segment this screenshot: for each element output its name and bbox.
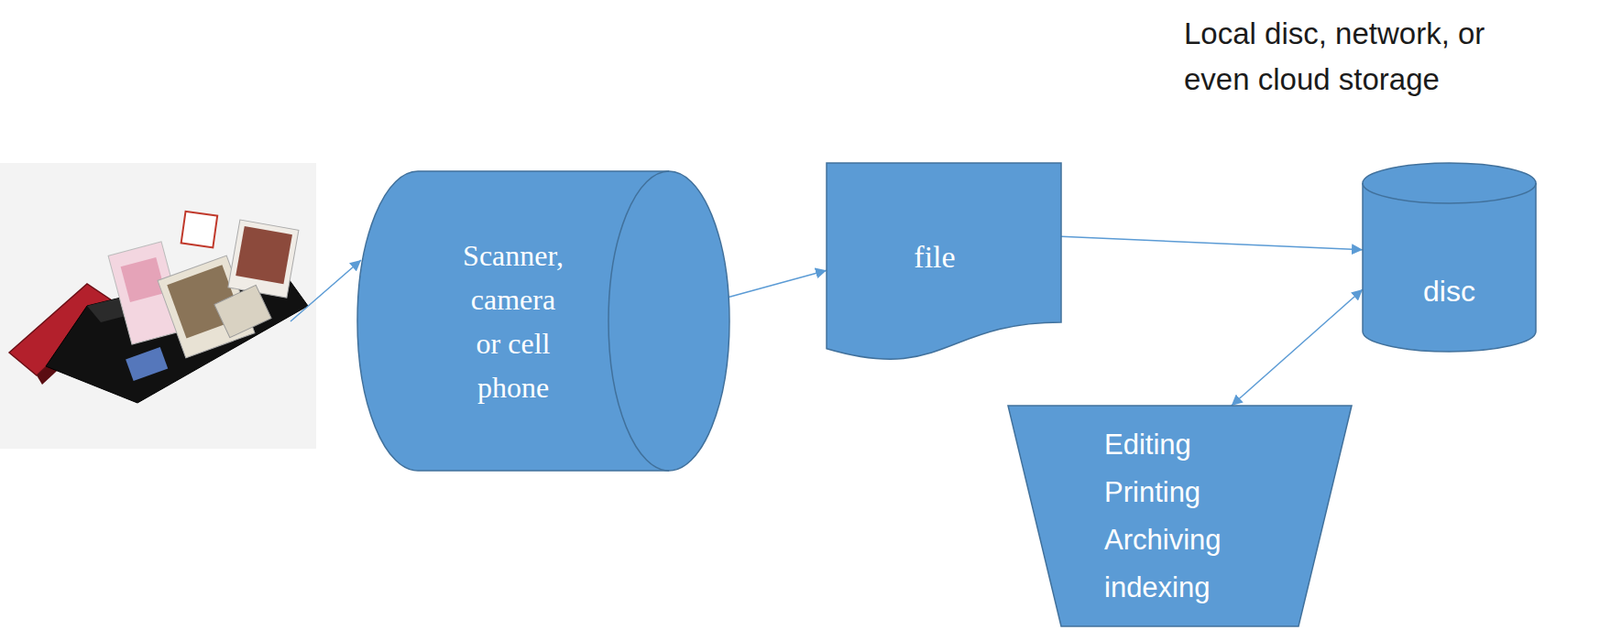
- shape-body: [1362, 163, 1536, 352]
- shape-rim: [608, 171, 669, 472]
- node-text: Editing Printing Archiving indexing: [1104, 421, 1242, 613]
- shape-body: [826, 163, 1062, 360]
- photo-background: [0, 163, 317, 450]
- photo-print-image: [235, 226, 293, 285]
- file-document: file: [826, 163, 1062, 362]
- shape-body: [357, 171, 730, 472]
- node-text: Scanner, camera or cell phone: [459, 233, 568, 410]
- flow-arrow: [729, 270, 827, 297]
- node-outline: [1362, 163, 1536, 352]
- node-text: file: [913, 239, 955, 277]
- task-trapezoid: Editing Printing Archiving indexing: [1008, 405, 1352, 627]
- photo-card: [181, 211, 219, 249]
- node-text: disc: [1423, 273, 1476, 309]
- photo-print: [228, 219, 299, 298]
- flow-arrow: [1061, 236, 1363, 250]
- node-outline: [357, 171, 730, 472]
- disc-cylinder: disc: [1362, 163, 1536, 352]
- photo-print: [214, 284, 272, 338]
- note-holder: Local disc, network, or even cloud stora…: [1183, 10, 1514, 102]
- photo-card: [125, 347, 168, 382]
- shape-rim: [1362, 183, 1536, 204]
- flow-arrow: [1231, 289, 1363, 406]
- device-cylinder: Scanner, camera or cell phone: [357, 171, 730, 472]
- storage-note: Local disc, network, or even cloud stora…: [1183, 10, 1514, 102]
- input-arrow: [290, 260, 362, 322]
- shape-body: [1008, 405, 1352, 627]
